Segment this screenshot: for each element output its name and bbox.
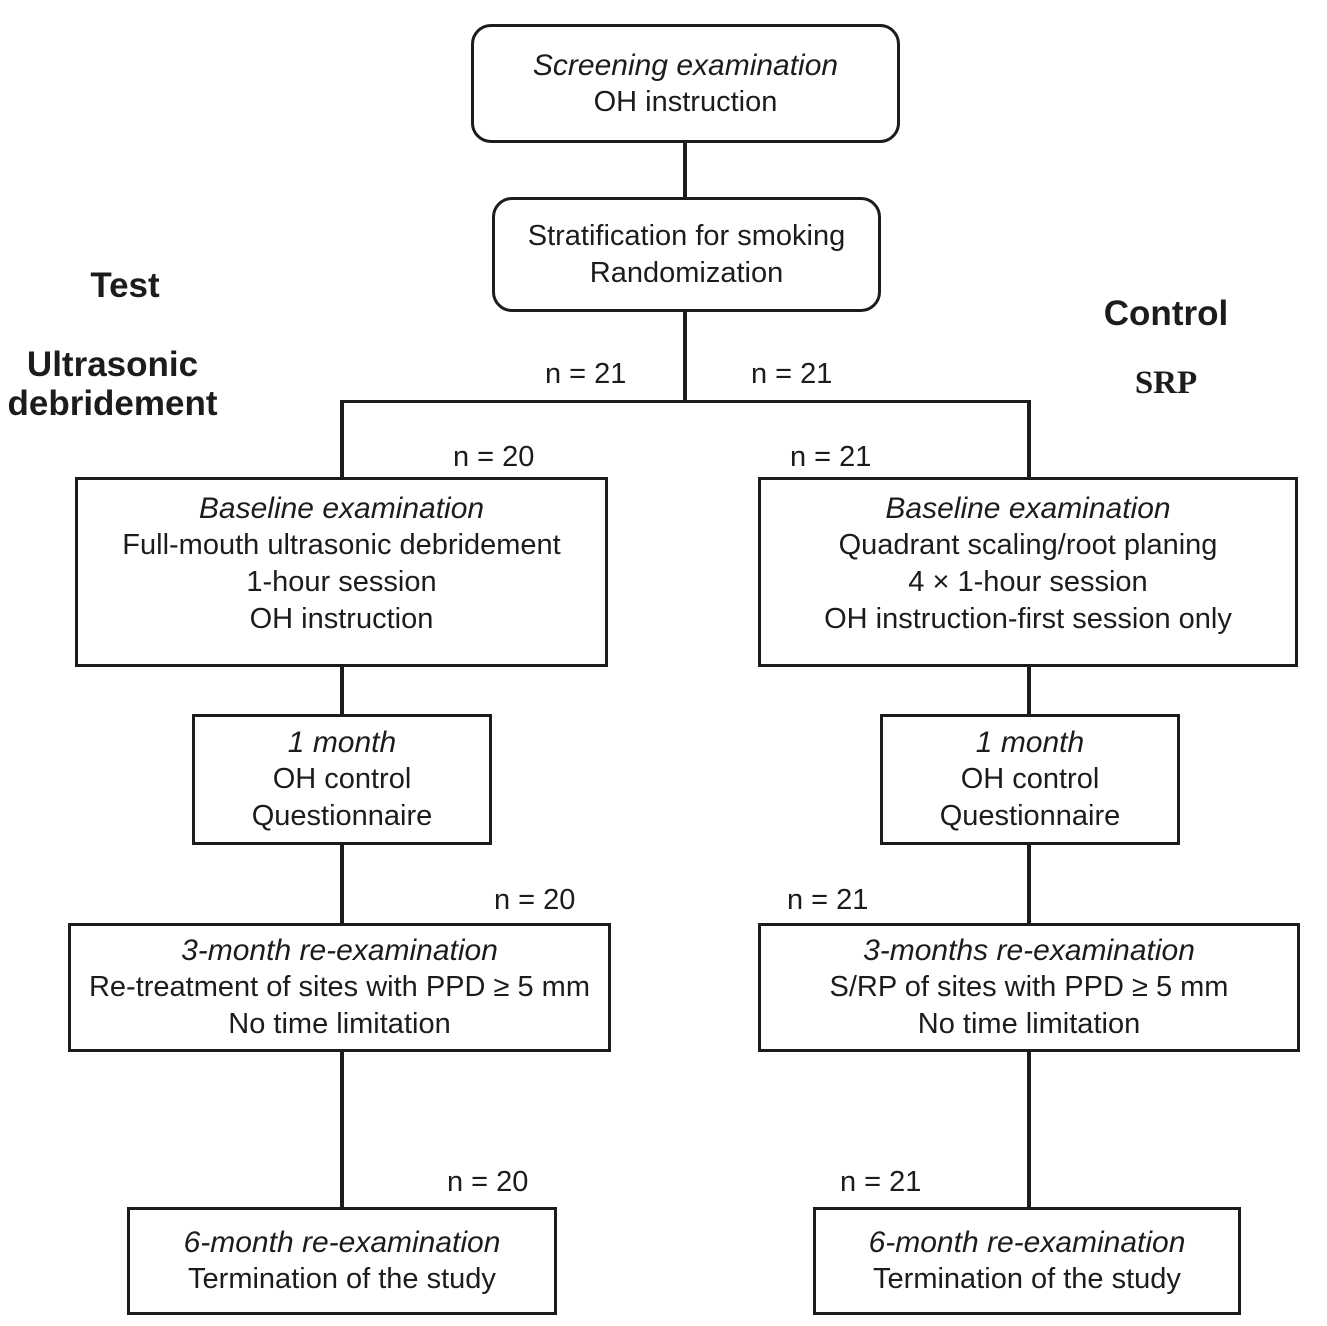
control-group-sublabel: SRP [1134, 365, 1198, 401]
left-baseline-line3: 1-hour session [246, 566, 437, 598]
connector-right-month1-to-month3 [1027, 844, 1031, 924]
left-month3-line3: No time limitation [228, 1008, 451, 1040]
right-month1-line2: OH control [960, 763, 1100, 795]
test-group-sublabel-line2: debridement [7, 384, 218, 423]
connector-screening-to-stratification [683, 143, 687, 198]
right-baseline-n-label: n = 21 [790, 441, 872, 473]
connector-left-month3-to-month6 [340, 1051, 344, 1208]
connector-stratification-to-branch [683, 311, 687, 401]
connector-left-month1-to-month3 [340, 844, 344, 924]
left-baseline-title: Baseline examination [198, 492, 485, 525]
left-baseline-n-label: n = 20 [453, 441, 535, 473]
right-month6-line2: Termination of the study [873, 1263, 1181, 1295]
connector-left-baseline-to-month1 [340, 666, 344, 715]
right-month1-title: 1 month [975, 726, 1085, 759]
stratification-line2: Randomization [589, 256, 784, 289]
test-group-sublabel-line1: Ultrasonic [26, 345, 199, 384]
right-month1-line3: Questionnaire [939, 800, 1121, 832]
test-group-label: Test [90, 266, 160, 305]
control-group-label: Control [1103, 294, 1229, 333]
left-baseline-box: Baseline examination Full-mouth ultrason… [75, 477, 608, 667]
right-baseline-box: Baseline examination Quadrant scaling/ro… [758, 477, 1298, 667]
connector-right-month3-to-month6 [1027, 1051, 1031, 1208]
left-month6-title: 6-month re-examination [183, 1226, 501, 1259]
right-month6-title: 6-month re-examination [868, 1226, 1186, 1259]
left-month6-line2: Termination of the study [188, 1263, 496, 1295]
left-month6-box: 6-month re-examination Termination of th… [127, 1207, 557, 1315]
left-month1-title: 1 month [287, 726, 397, 759]
screening-title: Screening examination [532, 48, 839, 82]
left-month3-box: 3-month re-examination Re-treatment of s… [68, 923, 611, 1052]
right-baseline-title: Baseline examination [885, 492, 1171, 525]
left-baseline-line2: Full-mouth ultrasonic debridement [122, 529, 561, 561]
test-group-sublabel: Ultrasonic debridement [5, 345, 220, 423]
branch-left-n-label: n = 21 [545, 358, 627, 390]
branch-right-n-label: n = 21 [751, 358, 833, 390]
left-month1-line3: Questionnaire [251, 800, 433, 832]
right-month3-n-label: n = 21 [787, 884, 869, 916]
right-month1-box: 1 month OH control Questionnaire [880, 714, 1180, 845]
connector-branch-left-drop [340, 400, 344, 478]
right-month6-box: 6-month re-examination Termination of th… [813, 1207, 1241, 1315]
right-month3-title: 3-months re-examination [863, 934, 1195, 967]
right-baseline-line3: 4 × 1-hour session [908, 566, 1148, 598]
screening-box: Screening examination OH instruction [471, 24, 900, 143]
left-month3-line2: Re-treatment of sites with PPD ≥ 5 mm [88, 971, 590, 1003]
left-month6-n-label: n = 20 [447, 1166, 529, 1198]
left-baseline-line4: OH instruction [249, 603, 434, 635]
left-month3-title: 3-month re-examination [181, 934, 498, 967]
stratification-line1: Stratification for smoking [527, 219, 846, 252]
right-month3-line2: S/RP of sites with PPD ≥ 5 mm [829, 971, 1229, 1003]
right-baseline-line4: OH instruction-first session only [824, 603, 1232, 635]
left-month1-line2: OH control [272, 763, 412, 795]
right-baseline-line2: Quadrant scaling/root planing [838, 529, 1218, 561]
stratification-box: Stratification for smoking Randomization [492, 197, 881, 312]
right-month3-box: 3-months re-examination S/RP of sites wi… [758, 923, 1300, 1052]
right-month3-line3: No time limitation [917, 1008, 1141, 1040]
connector-branch-horizontal [340, 400, 1031, 403]
right-month6-n-label: n = 21 [840, 1166, 922, 1198]
left-month3-n-label: n = 20 [494, 884, 576, 916]
left-month1-box: 1 month OH control Questionnaire [192, 714, 492, 845]
screening-subtitle: OH instruction [593, 85, 778, 118]
connector-right-baseline-to-month1 [1027, 666, 1031, 715]
connector-branch-right-drop [1027, 400, 1031, 478]
